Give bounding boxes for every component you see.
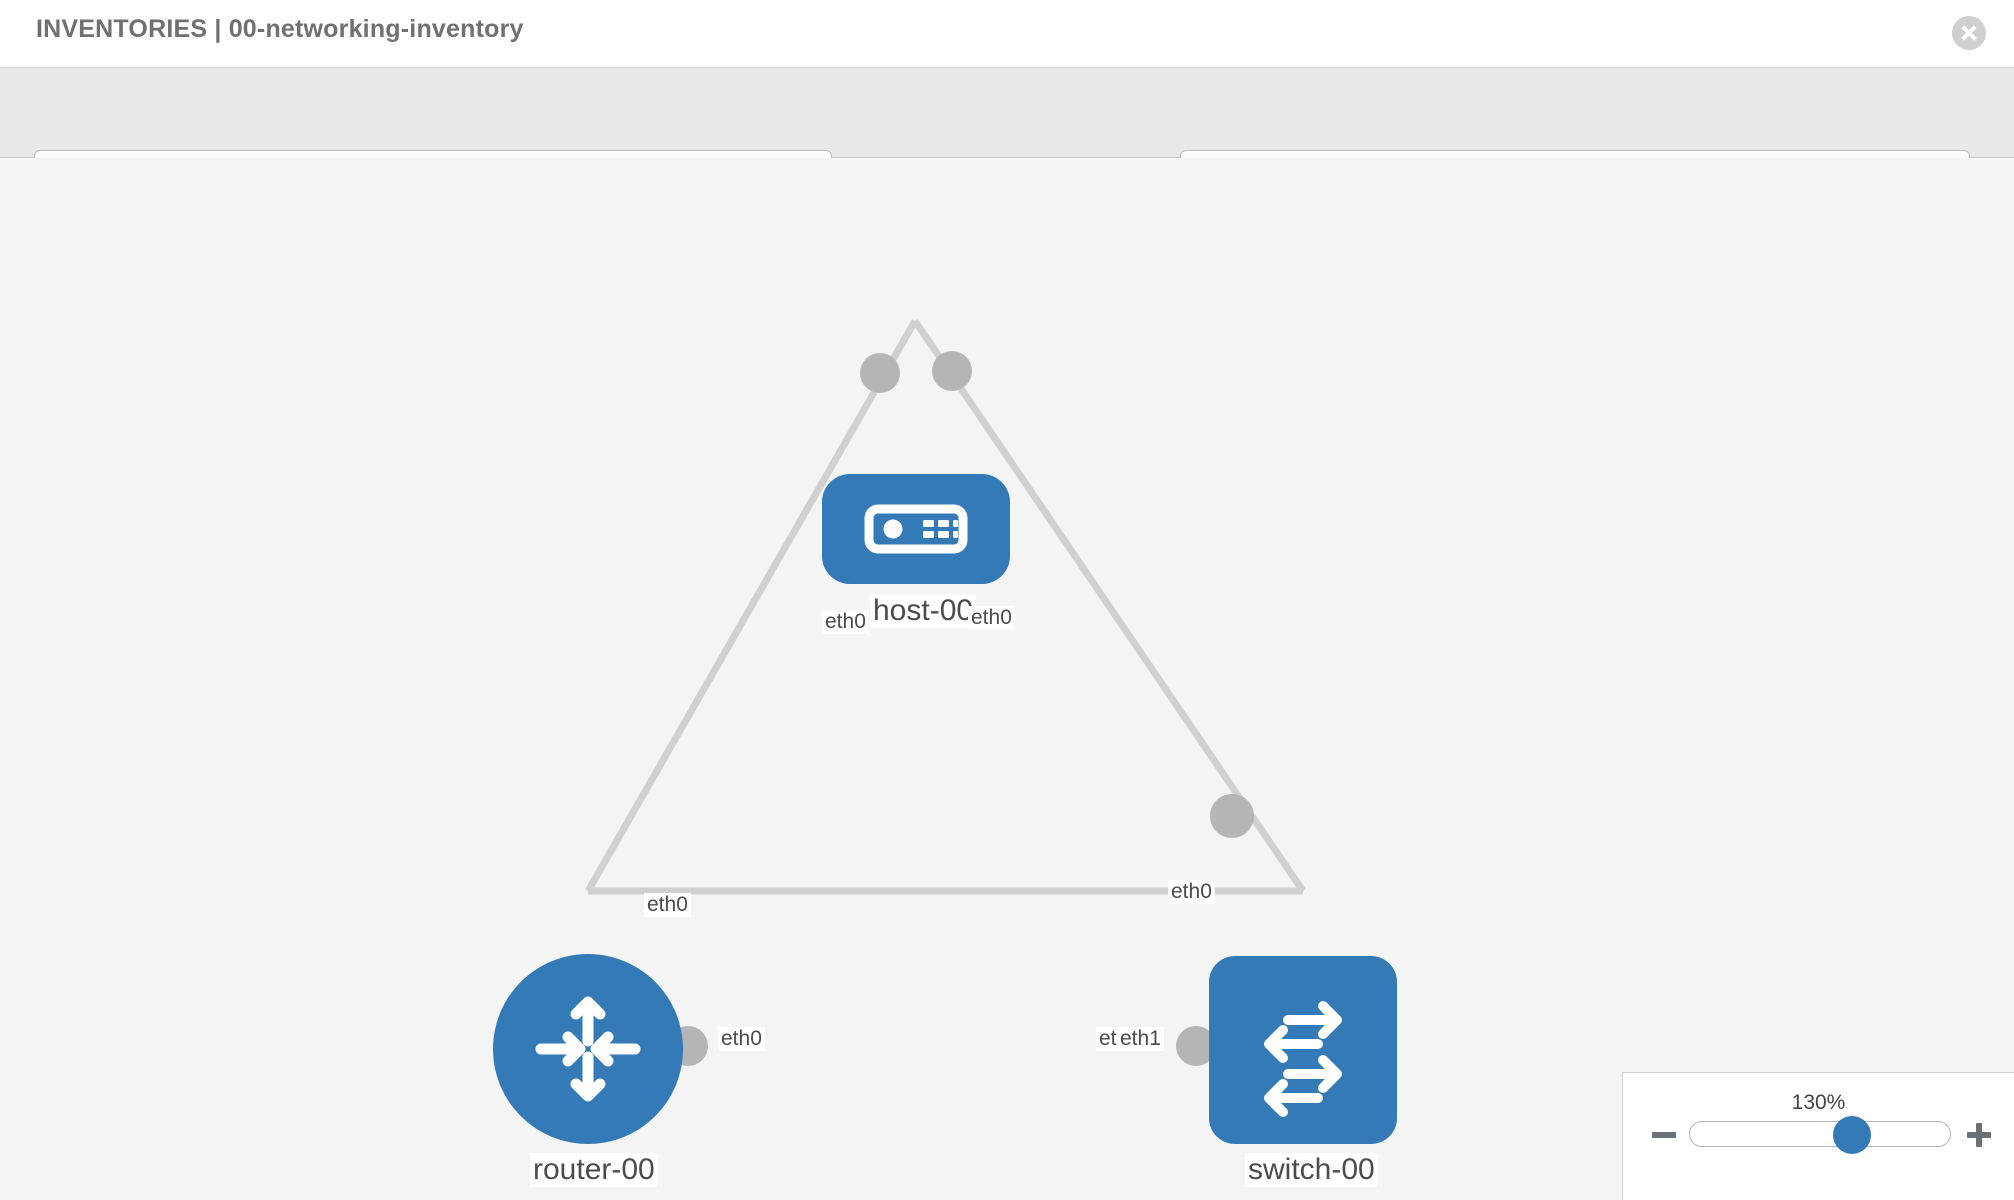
link-host00-router00 xyxy=(584,319,919,893)
zoom-slider-thumb[interactable] xyxy=(1833,1116,1871,1154)
connector-host00-eth0-left xyxy=(860,353,900,393)
plus-icon[interactable] xyxy=(1964,1120,1994,1150)
node-switch-00 xyxy=(1209,956,1397,1144)
connector-switch00-eth0 xyxy=(1210,794,1254,838)
interface-label-host00-eth0-right[interactable]: eth0 xyxy=(968,606,1015,631)
zoom-control-panel: 130% xyxy=(1622,1072,2014,1200)
topology-nodes xyxy=(493,474,1397,1144)
zoom-slider[interactable] xyxy=(1689,1116,1951,1154)
minus-icon[interactable] xyxy=(1649,1120,1679,1150)
topology-graph xyxy=(493,319,1397,1144)
page-title: INVENTORIES | 00-networking-inventory xyxy=(36,15,524,43)
interface-label-switch00-eth1[interactable]: eth1 xyxy=(1117,1027,1164,1052)
zoom-level-label: 130% xyxy=(1791,1091,1846,1114)
node-label-router-00[interactable]: router-00 xyxy=(530,1153,658,1187)
interface-label-router00-eth0-uplink[interactable]: eth0 xyxy=(644,893,691,918)
toolbar: ACTIONS SEARCH xyxy=(0,68,2014,202)
page-header: INVENTORIES | 00-networking-inventory xyxy=(0,0,2014,68)
close-icon[interactable] xyxy=(1952,16,1986,50)
interface-label-router00-eth0[interactable]: eth0 xyxy=(718,1027,765,1052)
interface-label-switch00-eth0-uplink[interactable]: eth0 xyxy=(1168,880,1215,905)
connector-switch00-eth1 xyxy=(1176,1026,1216,1066)
node-label-switch-00[interactable]: switch-00 xyxy=(1245,1153,1378,1187)
node-router-00 xyxy=(493,954,683,1144)
node-label-host-00[interactable]: host-00 xyxy=(870,594,977,628)
interface-label-host00-eth0-left[interactable]: eth0 xyxy=(822,610,869,635)
node-host-00 xyxy=(822,474,1010,584)
topology-connectors xyxy=(668,351,1254,1066)
topology-canvas[interactable]: host-00 router-00 switch-00 eth0 eth0 et… xyxy=(0,158,2014,1200)
connector-host00-eth0-right xyxy=(932,351,972,391)
